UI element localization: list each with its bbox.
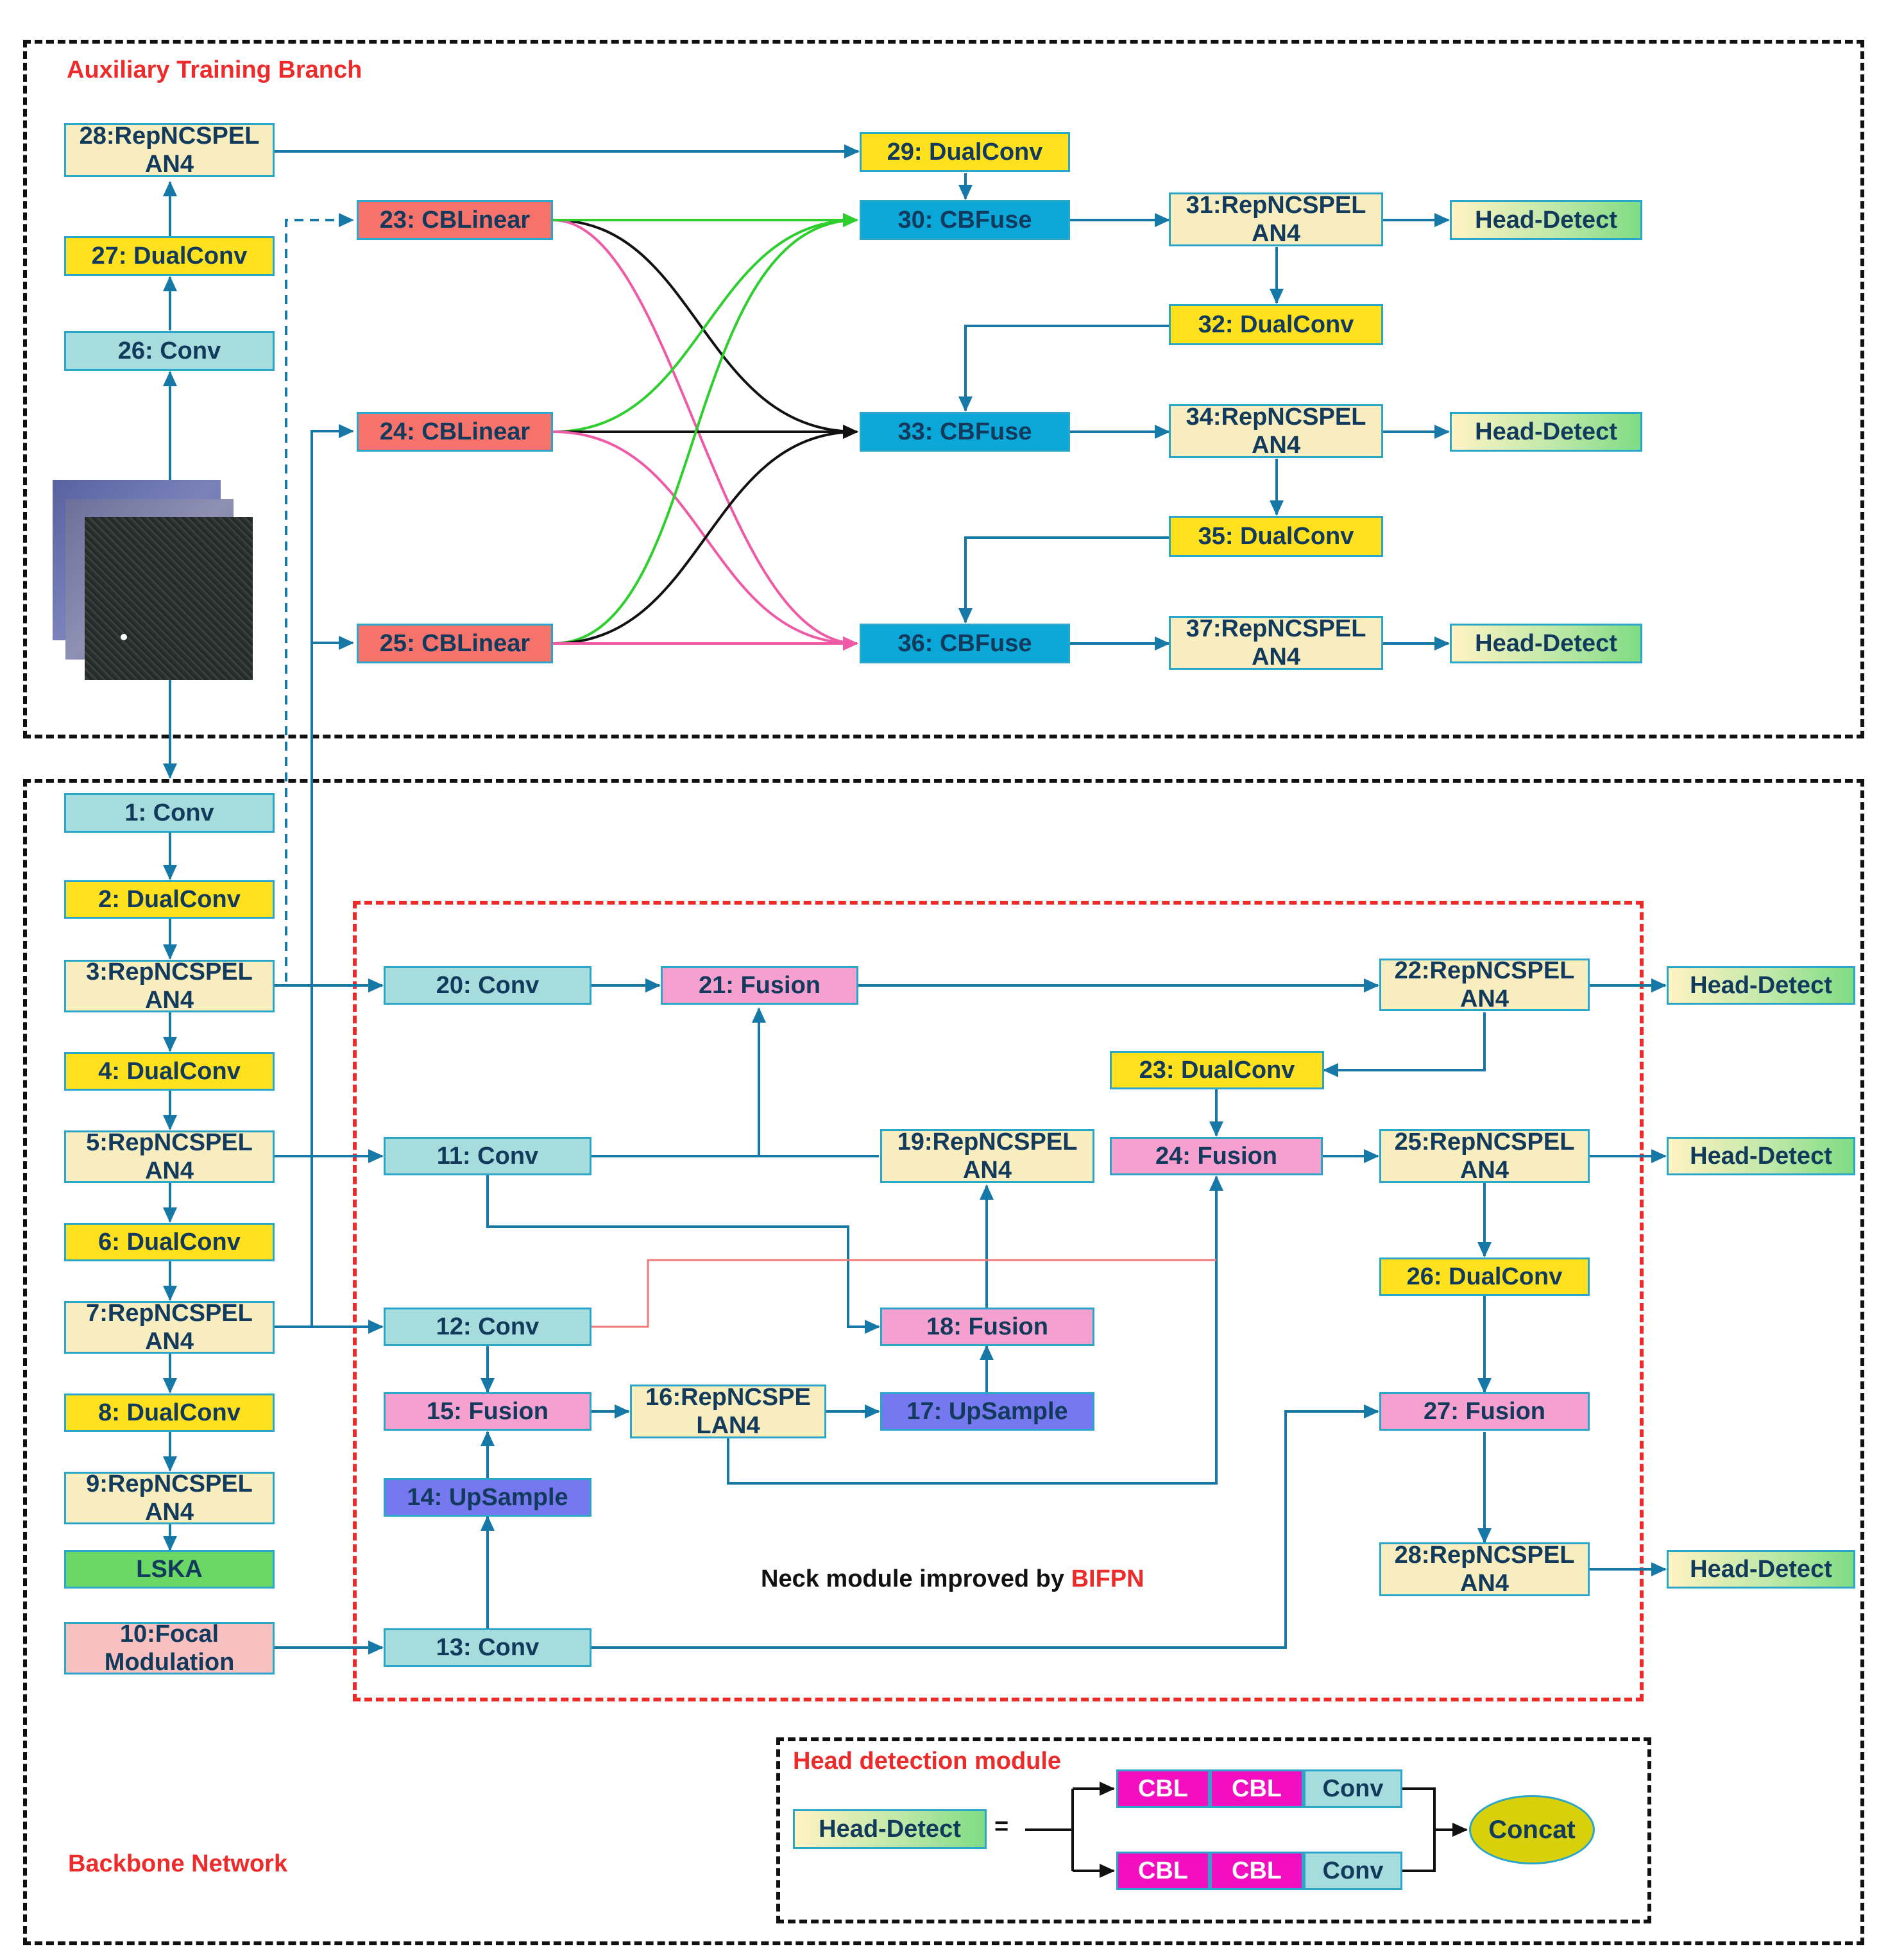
aux-head-detect-3[interactable]: Head-Detect xyxy=(1450,624,1642,663)
input-image-front xyxy=(85,517,253,680)
neck-head-detect-2[interactable]: Head-Detect xyxy=(1667,1137,1855,1175)
aux-node-28[interactable]: 28:RepNCSPEL AN4 xyxy=(64,123,275,177)
aux-node-35[interactable]: 35: DualConv xyxy=(1169,516,1383,557)
neck-frame xyxy=(353,901,1644,1701)
auxiliary-branch-title: Auxiliary Training Branch xyxy=(67,56,362,83)
auxiliary-branch-frame xyxy=(23,40,1864,738)
legend-cbl-2[interactable]: CBL xyxy=(1210,1769,1304,1808)
legend-equals: = xyxy=(994,1813,1009,1840)
neck-node-28[interactable]: 28:RepNCSPEL AN4 xyxy=(1379,1542,1590,1596)
cblinear-cbfuse-curves xyxy=(552,213,858,651)
legend-head-detect[interactable]: Head-Detect xyxy=(793,1809,987,1849)
neck-node-17[interactable]: 17: UpSample xyxy=(880,1392,1094,1431)
backbone-node-10[interactable]: 10:Focal Modulation xyxy=(64,1622,275,1675)
backbone-frame xyxy=(23,779,1864,1945)
legend-concat[interactable]: Concat xyxy=(1469,1795,1595,1864)
legend-wires xyxy=(1025,1782,1468,1878)
backbone-node-9[interactable]: 9:RepNCSPEL AN4 xyxy=(64,1472,275,1524)
aux-node-23[interactable]: 23: CBLinear xyxy=(357,200,553,240)
aux-node-30[interactable]: 30: CBFuse xyxy=(860,200,1070,240)
salmon-link xyxy=(591,1259,1216,1328)
neck-caption: Neck module improved by BIFPN xyxy=(761,1565,1144,1593)
neck-node-26[interactable]: 26: DualConv xyxy=(1379,1257,1590,1296)
aux-head-detect-1[interactable]: Head-Detect xyxy=(1450,200,1642,240)
backbone-title: Backbone Network xyxy=(68,1850,288,1877)
aux-head-detect-2[interactable]: Head-Detect xyxy=(1450,412,1642,452)
backbone-node-8[interactable]: 8: DualConv xyxy=(64,1393,275,1432)
aux-node-36[interactable]: 36: CBFuse xyxy=(860,624,1070,663)
aux-node-25[interactable]: 25: CBLinear xyxy=(357,624,553,663)
backbone-node-3[interactable]: 3:RepNCSPEL AN4 xyxy=(64,960,275,1012)
legend-cbl-3[interactable]: CBL xyxy=(1116,1852,1210,1890)
aux-node-32[interactable]: 32: DualConv xyxy=(1169,304,1383,345)
neck-node-22[interactable]: 22:RepNCSPEL AN4 xyxy=(1379,959,1590,1011)
aux-node-34[interactable]: 34:RepNCSPEL AN4 xyxy=(1169,404,1383,458)
backbone-node-5[interactable]: 5:RepNCSPEL AN4 xyxy=(64,1130,275,1183)
blue-arrows xyxy=(163,144,1667,1655)
legend-conv-2[interactable]: Conv xyxy=(1304,1852,1402,1890)
neck-node-13[interactable]: 13: Conv xyxy=(384,1628,591,1667)
aux-node-33[interactable]: 33: CBFuse xyxy=(860,412,1070,452)
backbone-node-7[interactable]: 7:RepNCSPEL AN4 xyxy=(64,1301,275,1354)
neck-caption-prefix: Neck module improved by xyxy=(761,1565,1071,1592)
aux-node-27[interactable]: 27: DualConv xyxy=(64,236,275,276)
backbone-node-2[interactable]: 2: DualConv xyxy=(64,880,275,919)
backbone-node-4[interactable]: 4: DualConv xyxy=(64,1052,275,1091)
neck-node-14[interactable]: 14: UpSample xyxy=(384,1478,591,1517)
input-image-stack xyxy=(53,480,258,681)
neck-head-detect-1[interactable]: Head-Detect xyxy=(1667,966,1855,1005)
legend-cbl-4[interactable]: CBL xyxy=(1210,1852,1304,1890)
dashed-links xyxy=(275,213,354,987)
legend-cbl-1[interactable]: CBL xyxy=(1116,1769,1210,1808)
neck-caption-highlight: BIFPN xyxy=(1071,1565,1144,1592)
aux-node-31[interactable]: 31:RepNCSPEL AN4 xyxy=(1169,192,1383,246)
legend-conv-1[interactable]: Conv xyxy=(1304,1769,1402,1808)
aux-node-26[interactable]: 26: Conv xyxy=(64,331,275,371)
neck-head-detect-3[interactable]: Head-Detect xyxy=(1667,1550,1855,1589)
aux-node-37[interactable]: 37:RepNCSPEL AN4 xyxy=(1169,616,1383,670)
neck-node-19[interactable]: 19:RepNCSPEL AN4 xyxy=(880,1129,1094,1183)
neck-node-20[interactable]: 20: Conv xyxy=(384,966,591,1005)
neck-node-11[interactable]: 11: Conv xyxy=(384,1137,591,1175)
neck-node-24[interactable]: 24: Fusion xyxy=(1110,1137,1323,1175)
neck-node-27[interactable]: 27: Fusion xyxy=(1379,1392,1590,1431)
backbone-node-lska[interactable]: LSKA xyxy=(64,1550,275,1589)
head-module-title: Head detection module xyxy=(793,1748,1062,1775)
defect-spot xyxy=(121,634,127,640)
neck-node-21[interactable]: 21: Fusion xyxy=(661,966,858,1005)
aux-node-29[interactable]: 29: DualConv xyxy=(860,132,1070,172)
neck-node-23[interactable]: 23: DualConv xyxy=(1110,1051,1324,1089)
backbone-node-1[interactable]: 1: Conv xyxy=(64,793,275,833)
neck-node-15[interactable]: 15: Fusion xyxy=(384,1392,591,1431)
backbone-node-6[interactable]: 6: DualConv xyxy=(64,1223,275,1261)
head-module-frame xyxy=(776,1737,1651,1923)
neck-node-16[interactable]: 16:RepNCSPE LAN4 xyxy=(630,1385,826,1438)
aux-node-24[interactable]: 24: CBLinear xyxy=(357,412,553,452)
neck-node-12[interactable]: 12: Conv xyxy=(384,1308,591,1346)
neck-node-18[interactable]: 18: Fusion xyxy=(880,1308,1094,1346)
neck-node-25[interactable]: 25:RepNCSPEL AN4 xyxy=(1379,1129,1590,1183)
